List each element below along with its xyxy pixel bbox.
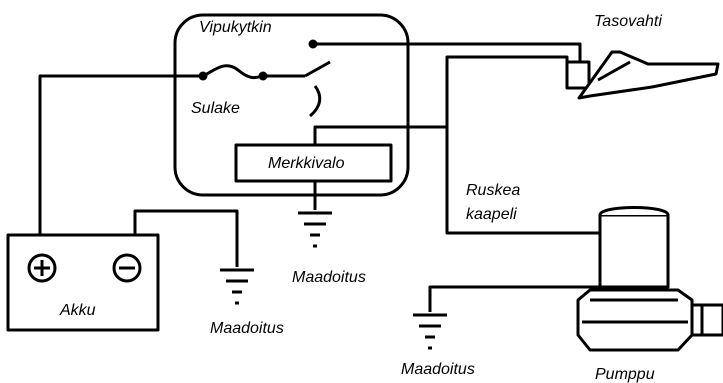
- float-switch-icon: [565, 50, 720, 100]
- switch-lever: [304, 60, 331, 78]
- pump-ground-wire: [428, 285, 600, 312]
- ground-icon: [298, 211, 332, 248]
- battery-ground-wire: [133, 209, 239, 267]
- indicator-label: Merkkivalo: [268, 155, 345, 172]
- float-switch-label: Tasovahti: [594, 13, 662, 30]
- battery-positive-wire: [38, 74, 203, 235]
- brown-cable-label-line1: Ruskea: [466, 182, 520, 199]
- ground-label-battery: Maadoitus: [210, 320, 284, 337]
- brown-cable-wire: [445, 55, 600, 235]
- fuse-terminal-left: [198, 71, 208, 81]
- battery-label: Akku: [59, 302, 96, 319]
- fuse-element: [202, 64, 264, 80]
- ground-label-pump: Maadoitus: [401, 361, 475, 378]
- minus-terminal-icon: [112, 253, 142, 283]
- switch-label: Vipukytkin: [199, 19, 272, 36]
- battery-box: [6, 233, 160, 332]
- brown-cable-label-line2: kaapeli: [466, 206, 517, 223]
- switch-to-float-wire: [313, 42, 582, 62]
- ground-icon: [220, 268, 254, 305]
- switch-contact-arc: [308, 85, 322, 118]
- ground-label-switch: Maadoitus: [292, 269, 366, 286]
- switch-housing: [173, 13, 410, 197]
- pump-icon: [576, 206, 723, 352]
- fuse-label: Sulake: [191, 100, 240, 117]
- indicator-wire: [313, 125, 447, 145]
- pump-label: Pumppu: [595, 366, 655, 383]
- ground-icon: [413, 313, 447, 350]
- plus-terminal-icon: [27, 253, 57, 283]
